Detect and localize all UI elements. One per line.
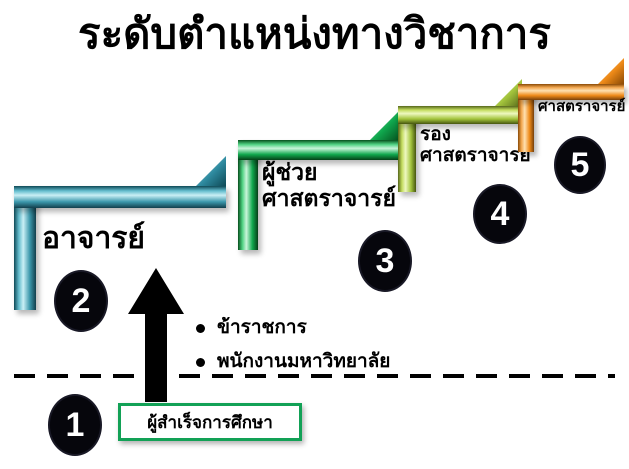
bullet-item: พนักงานมหาวิทยาลัย	[196, 350, 390, 374]
step-4-number-badge: 4	[473, 184, 527, 244]
bracket-3-horizontal-bar	[238, 140, 400, 160]
bracket-4-vertical-bar	[398, 106, 416, 192]
bracket-2-vertical-bar	[14, 186, 36, 310]
step-2-label: อาจารย์	[42, 222, 145, 255]
bullet-text: พนักงานมหาวิทยาลัย	[217, 350, 391, 372]
dashed-divider-line	[14, 374, 615, 378]
bullet-item: ข้าราชการ	[196, 316, 390, 340]
bracket-5-vertical-bar	[518, 84, 534, 152]
step-5-number-badge: 5	[554, 136, 606, 194]
bullet-list: ข้าราชการ พนักงานมหาวิทยาลัย	[196, 316, 390, 384]
slide-title: ระดับตำแหน่งทางวิชาการ	[78, 10, 551, 57]
bullet-dot-icon	[196, 357, 205, 367]
step-2-number-badge: 2	[54, 270, 108, 332]
step-4-label: รอง ศาสตราจารย์	[420, 124, 531, 167]
step-3-number-badge: 3	[358, 230, 412, 292]
bracket-2-horizontal-bar	[14, 186, 226, 208]
bracket-3-fold-triangle	[370, 110, 400, 140]
bracket-3-vertical-bar	[238, 140, 258, 250]
step-1-number-badge: 1	[48, 394, 102, 456]
bracket-5-horizontal-bar	[518, 84, 624, 100]
bracket-2-fold-triangle	[196, 156, 226, 186]
entry-box: ผู้สำเร็จการศึกษา	[118, 403, 302, 441]
up-arrow-icon	[128, 268, 184, 402]
bracket-5-fold-triangle	[598, 58, 624, 84]
bullet-text: ข้าราชการ	[217, 317, 307, 338]
step-3-label: ผู้ช่วย ศาสตราจารย์	[262, 159, 396, 211]
bracket-4-horizontal-bar	[398, 106, 522, 124]
entry-box-label: ผู้สำเร็จการศึกษา	[147, 412, 273, 432]
step-5-label: ศาสตราจารย์	[538, 98, 626, 115]
bullet-dot-icon	[196, 324, 205, 333]
